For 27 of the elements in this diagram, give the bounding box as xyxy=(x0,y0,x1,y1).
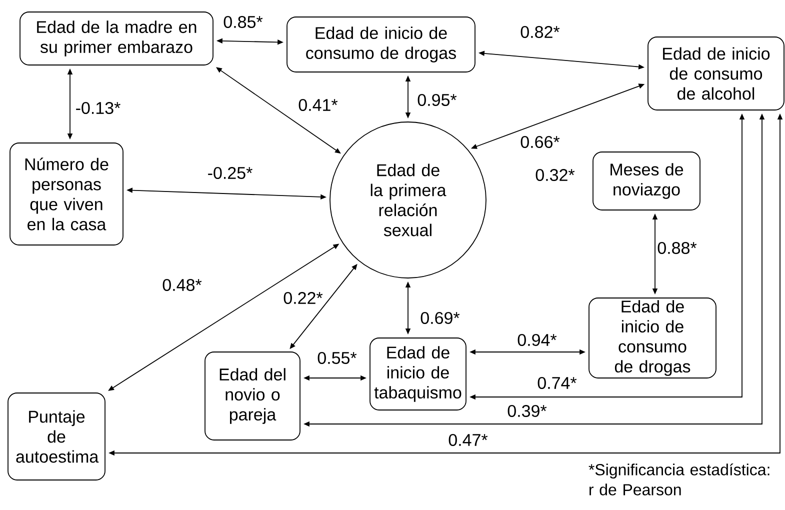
edge-label: 0.94* xyxy=(516,332,558,347)
edge-label: 0.82* xyxy=(519,24,561,39)
footnote: *Significancia estadística: r de Pearson xyxy=(588,463,770,496)
edge-label: 0.41* xyxy=(297,98,339,112)
edge-label: 0.47* xyxy=(447,432,489,447)
variable-box: Meses de noviazgo xyxy=(592,152,700,210)
variable-box: Edad de inicio de consumo de drogas xyxy=(588,298,716,378)
value-label: 0.32* xyxy=(536,168,575,182)
variable-box: Edad del novio o pareja xyxy=(204,352,300,440)
edge-label: 0.88* xyxy=(656,240,698,255)
variable-box: Número de personas que viven en la casa xyxy=(10,142,124,246)
edge-label: -0.13* xyxy=(74,100,122,116)
edge-label: 0.85* xyxy=(222,14,264,30)
variable-box: Edad de inicio de tabaquismo xyxy=(370,338,466,410)
edge-label: 0.39* xyxy=(506,404,548,418)
variable-box: Puntaje de autoestima xyxy=(8,392,106,480)
edge-label: 0.22* xyxy=(282,290,324,305)
edge-label: 0.74* xyxy=(536,376,578,390)
variable-box: Edad de inicio de consumo de alcohol xyxy=(648,36,784,110)
variable-box: Edad de inicio de consumo de drogas xyxy=(286,16,476,72)
edge-label: 0.69* xyxy=(419,310,461,325)
edge-label: -0.25* xyxy=(206,166,254,180)
edge-label: 0.66* xyxy=(519,134,561,149)
edge-label: 0.55* xyxy=(316,350,358,365)
edge-label: 0.95* xyxy=(416,92,458,107)
edge-label: 0.48* xyxy=(161,278,203,292)
variable-box: Edad de la madre en su primer embarazo xyxy=(20,12,214,66)
